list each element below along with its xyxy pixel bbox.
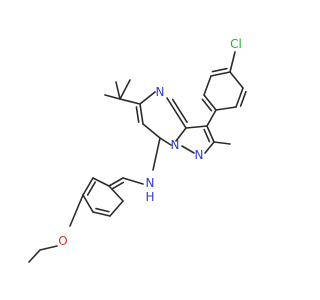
bond-line (171, 98, 188, 124)
bond-line (95, 207, 110, 213)
bond-line (28, 249, 41, 263)
bond-line (215, 106, 237, 111)
bond-line (92, 211, 111, 217)
bond-line (109, 200, 124, 217)
bond-line (139, 91, 156, 105)
ether-oxygen-label: O (58, 234, 67, 248)
bond-line (206, 109, 217, 127)
bond-line (159, 137, 172, 146)
bond-line (139, 103, 144, 125)
bond-line (206, 125, 215, 143)
bond-line (203, 94, 217, 111)
amine-nitrogen-label: N (146, 176, 155, 190)
bond-line (229, 71, 244, 89)
bond-line (185, 125, 208, 129)
atom-labels: Cl N N N N H O (58, 37, 242, 248)
chlorine-atom-label: Cl (230, 37, 242, 51)
pyrazole-nitrogen-label: N (195, 148, 204, 162)
bond-line (229, 51, 236, 73)
amine-hydrogen-label: H (145, 190, 154, 204)
bond-line (119, 79, 131, 100)
bond-line (213, 141, 231, 145)
bond-line (69, 194, 84, 227)
bond-line (82, 177, 94, 196)
bond-line (211, 67, 228, 73)
bond-line (181, 145, 195, 154)
bond-line (203, 75, 212, 96)
bond-line (119, 98, 141, 105)
bond-line (104, 94, 121, 100)
bond-line (175, 127, 187, 142)
bond-line (86, 181, 97, 196)
bond-line (239, 90, 247, 107)
bond-line (39, 245, 58, 251)
bond-line (115, 81, 121, 100)
bond-line (122, 177, 144, 185)
pyrimidine-nitrogen-label: N (156, 85, 165, 99)
bond-line (82, 194, 94, 213)
bond-line (92, 177, 110, 187)
bond-lines (28, 51, 247, 263)
bridgehead-nitrogen-label: N (171, 138, 180, 152)
bond-line (166, 97, 187, 129)
bond-line (108, 177, 124, 187)
bond-line (210, 71, 231, 77)
bond-line (201, 98, 213, 112)
bond-line (152, 137, 161, 171)
bond-line (142, 123, 161, 139)
chemical-structure-diagram: Cl N N N N H O (28, 37, 247, 263)
bond-line (235, 87, 244, 108)
bond-line (111, 181, 125, 190)
bond-line (204, 141, 215, 154)
bond-line (108, 185, 124, 202)
bond-line (203, 128, 211, 143)
bond-line (135, 106, 140, 123)
